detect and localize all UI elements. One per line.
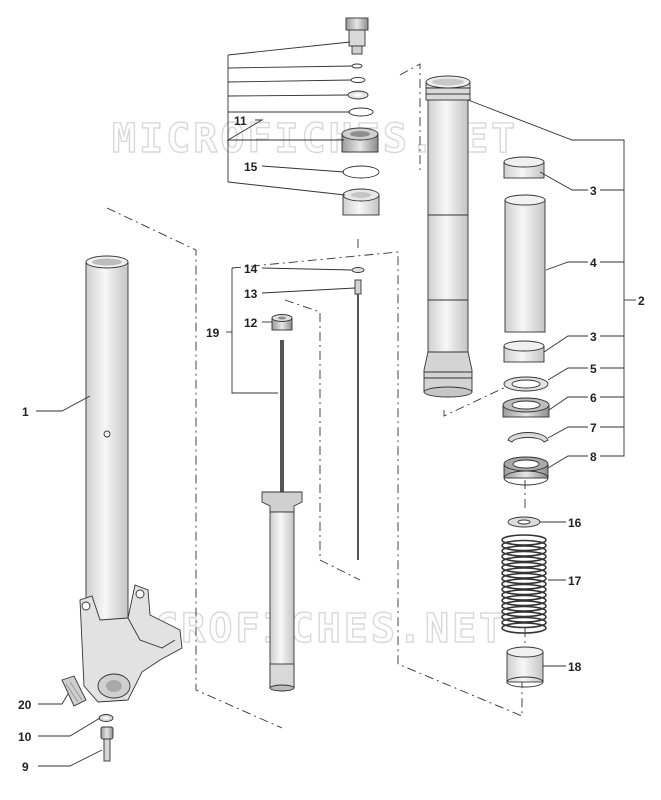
spring-coil — [501, 567, 547, 579]
spring-coil — [501, 594, 547, 607]
callout-19: 19 — [206, 326, 220, 340]
spring-coil — [501, 578, 547, 590]
callout-9: 9 — [22, 760, 29, 774]
callout-16: 16 — [568, 516, 582, 530]
spacer-cap — [342, 188, 380, 216]
bolt — [100, 726, 114, 762]
spring-coil — [501, 550, 547, 563]
circlip — [507, 432, 549, 443]
spacer-tube — [504, 194, 546, 333]
small-ring — [351, 267, 365, 273]
spring-coil — [501, 616, 547, 629]
decal-plate — [61, 675, 87, 707]
callout-3-upper: 3 — [590, 184, 597, 198]
callout-1: 1 — [22, 405, 29, 419]
callout-6: 6 — [590, 391, 597, 405]
callout-11: 11 — [234, 114, 247, 128]
callout-4: 4 — [590, 256, 597, 270]
upper-bushing — [503, 156, 545, 179]
lock-nut — [271, 314, 293, 331]
callout-2: 2 — [638, 294, 645, 308]
dust-seal — [503, 456, 549, 486]
callout-18: 18 — [568, 660, 582, 674]
callout-7: 7 — [590, 421, 597, 435]
fork-outer-tube — [79, 255, 183, 703]
spring-coil — [501, 605, 547, 618]
oil-seal — [502, 397, 550, 418]
o-ring — [342, 165, 380, 179]
callout-8: 8 — [590, 450, 597, 464]
damper-cartridge — [261, 340, 303, 692]
spring-coil — [501, 583, 547, 596]
callout-10: 10 — [18, 730, 32, 744]
spring-coil — [501, 611, 547, 623]
callout-13: 13 — [244, 287, 258, 301]
spring-coil — [501, 534, 547, 546]
callout-14: 14 — [244, 262, 258, 276]
washer — [98, 714, 114, 722]
callout-5: 5 — [590, 362, 597, 376]
adjuster-rod — [354, 279, 362, 560]
callout-3-lower: 3 — [590, 330, 597, 344]
spring-coil — [501, 556, 547, 568]
assembly-guides — [106, 63, 526, 729]
top-cap-assembly — [341, 17, 379, 153]
fork-inner-tube — [423, 75, 473, 398]
spring-coil — [501, 539, 547, 552]
spring-coil — [501, 622, 547, 634]
preload-spacer — [506, 646, 544, 688]
callout-17: 17 — [568, 574, 582, 588]
fork-spring — [501, 534, 547, 634]
callout-15: 15 — [244, 160, 258, 174]
spring-coil — [501, 545, 547, 557]
callout-labels: 1 2 3 4 3 5 6 7 8 9 10 11 12 13 14 15 16… — [18, 114, 645, 774]
spring-coil — [501, 572, 547, 585]
callout-20: 20 — [18, 698, 32, 712]
callout-12: 12 — [244, 316, 258, 330]
spring-coil — [501, 561, 547, 574]
leader-lines — [36, 41, 636, 767]
spring-seat — [507, 516, 541, 528]
cup-washer — [503, 376, 549, 392]
spring-coil — [501, 600, 547, 612]
lower-bushing — [503, 340, 545, 363]
spring-coil — [501, 589, 547, 601]
